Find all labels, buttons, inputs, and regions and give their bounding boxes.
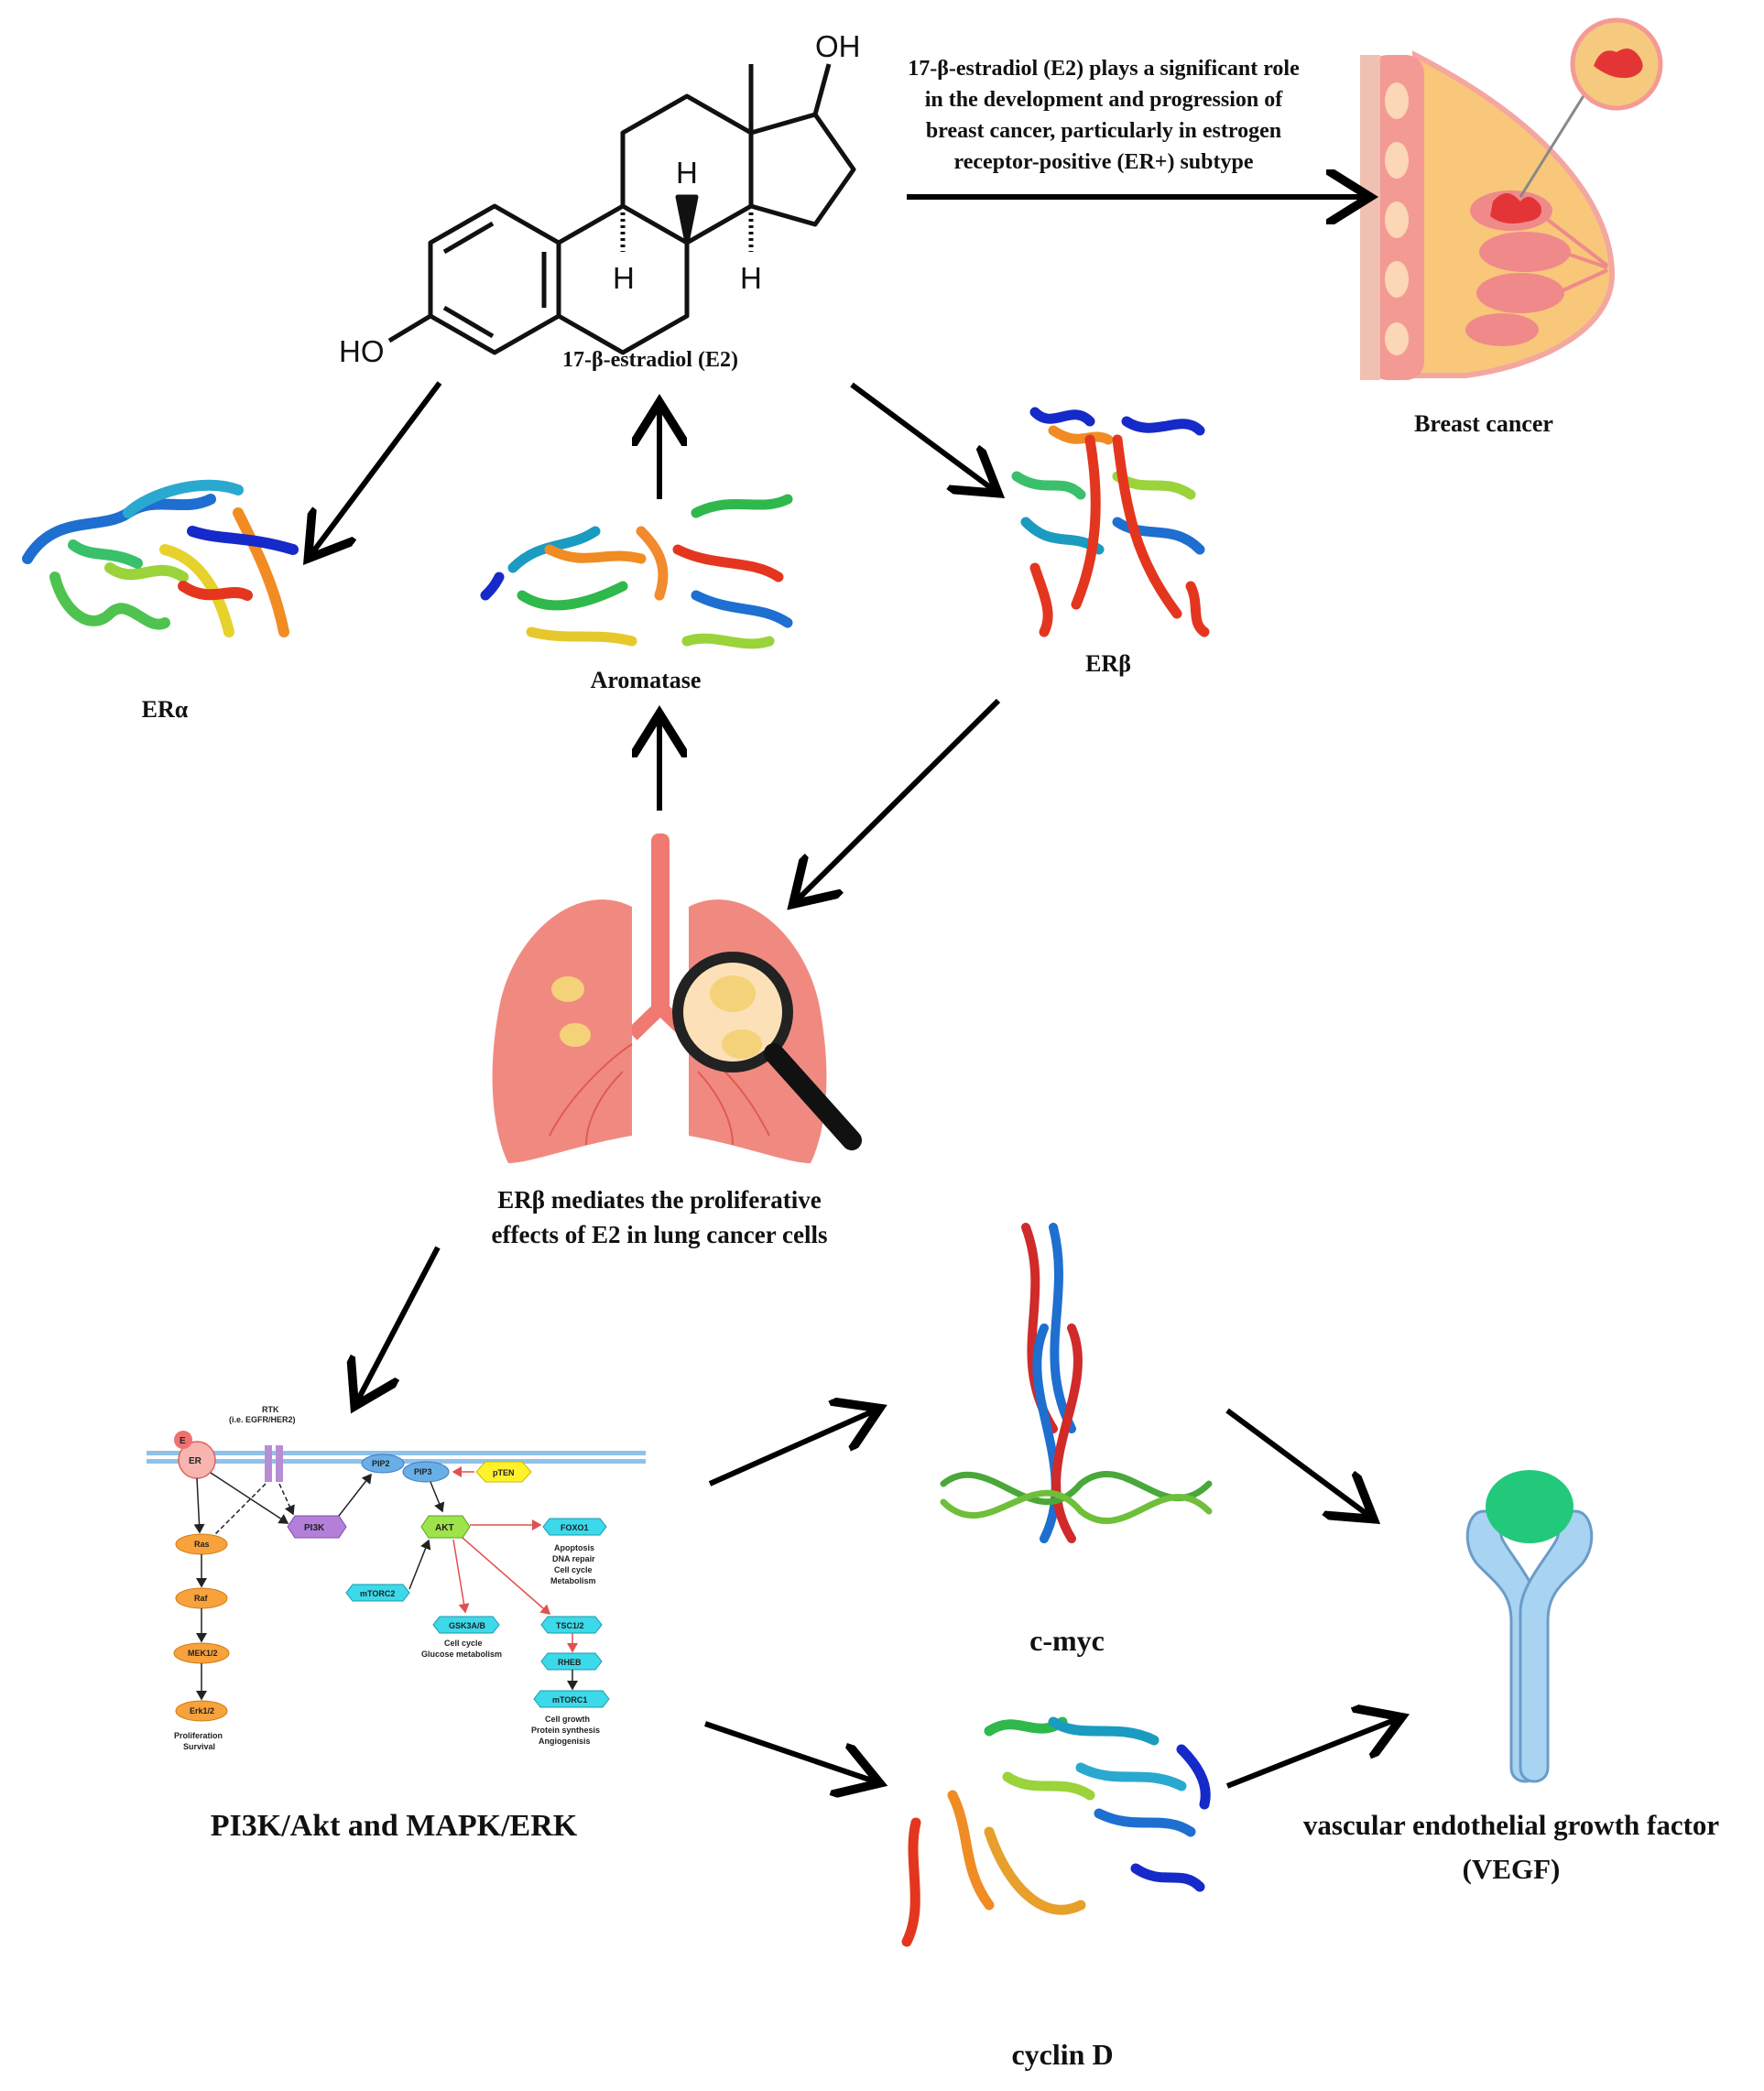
pw-gsk-effect-1: Cell cycle	[444, 1639, 483, 1648]
pw-mtorc1-effect-2: Protein synthesis	[531, 1726, 600, 1735]
pw-erk-effect-2: Survival	[183, 1742, 215, 1751]
er-alpha-label: ERα	[141, 696, 189, 723]
arrow-cmyc-to-vegf	[1225, 1408, 1369, 1516]
pw-ras: Ras	[194, 1540, 210, 1549]
arrow-pathway-to-cyclin	[704, 1721, 875, 1781]
breast-note: 17-β-estradiol (E2) plays a significant …	[879, 53, 1328, 178]
lung-note-line-2: effects of E2 in lung cancer cells	[491, 1221, 828, 1248]
vegf-label-line-2: (VEGF)	[1462, 1853, 1561, 1885]
arrow-cyclin-to-vegf	[1225, 1719, 1397, 1789]
pw-rtk-sub: (i.e. EGFR/HER2)	[229, 1415, 296, 1424]
pw-erk-effect-1: Proliferation	[174, 1731, 223, 1740]
estradiol-label: 17-β-estradiol (E2)	[562, 348, 738, 372]
pw-e: E	[180, 1436, 186, 1446]
arrows	[311, 197, 1397, 1786]
h-label-2: H	[613, 261, 635, 295]
arrow-er-beta-to-lung	[797, 698, 1001, 900]
h-label-3: H	[740, 261, 762, 295]
pathway-diagram: E ER RTK (i.e. EGFR/HER2) PIP2 PIP3 pTEN…	[147, 1405, 646, 1751]
pw-rtk: RTK	[262, 1405, 279, 1414]
er-alpha-protein	[22, 479, 299, 637]
pw-raf: Raf	[194, 1594, 209, 1603]
breast-note-line-3: breast cancer, particularly in estrogen	[925, 119, 1282, 143]
pw-akt: AKT	[435, 1523, 454, 1533]
breast-illustration	[1360, 17, 1663, 380]
pw-er: ER	[189, 1456, 202, 1466]
pw-pip2: PIP2	[372, 1459, 390, 1468]
pw-foxo1-effect-1: Apoptosis	[554, 1543, 594, 1552]
pw-rheb: RHEB	[558, 1658, 582, 1667]
breast-note-line-2: in the development and progression of	[924, 88, 1283, 112]
pw-pip3: PIP3	[414, 1467, 432, 1476]
pw-mtorc1: mTORC1	[552, 1695, 587, 1704]
aromatase-label: Aromatase	[590, 667, 702, 693]
pw-pten: pTEN	[493, 1468, 515, 1477]
cyclin-d-protein	[901, 1716, 1211, 1947]
oh-label: OH	[815, 29, 861, 63]
pw-mtorc2: mTORC2	[360, 1589, 395, 1598]
cmyc-label: c-myc	[1029, 1624, 1105, 1657]
aromatase-protein	[480, 494, 793, 649]
er-beta-protein	[1011, 407, 1210, 637]
h-label-1: H	[676, 156, 698, 190]
cmyc-protein	[940, 1223, 1213, 1543]
ho-label: HO	[339, 334, 385, 368]
lung-note-line-1: ERβ mediates the proliferative	[497, 1186, 822, 1214]
pw-gsk-effect-2: Glucose metabolism	[421, 1650, 502, 1659]
pw-foxo1: FOXO1	[561, 1523, 589, 1532]
breast-note-line-4: receptor-positive (ER+) subtype	[953, 150, 1254, 174]
pw-erk: Erk1/2	[190, 1706, 214, 1715]
vegf-receptor	[1465, 1470, 1594, 1783]
pw-foxo1-effect-3: Cell cycle	[554, 1565, 593, 1574]
pw-mtorc1-effect-3: Angiogenisis	[539, 1737, 591, 1746]
arrow-e2-to-er-beta	[850, 382, 994, 490]
pw-mek: MEK1/2	[188, 1649, 218, 1658]
estradiol-structure	[387, 63, 856, 355]
breast-note-line-1: 17-β-estradiol (E2) plays a significant …	[908, 57, 1300, 81]
pw-mtorc1-effect-1: Cell growth	[545, 1715, 590, 1724]
breast-cancer-label: Breast cancer	[1414, 410, 1553, 437]
arrow-lung-to-pathway	[357, 1246, 441, 1401]
pw-foxo1-effect-2: DNA repair	[552, 1554, 595, 1563]
pw-foxo1-effect-4: Metabolism	[550, 1576, 596, 1585]
lungs-illustration	[492, 833, 862, 1163]
pw-tsc: TSC1/2	[556, 1621, 584, 1630]
pathway-label: PI3K/Akt and MAPK/ERK	[210, 1809, 578, 1843]
vegf-label-line-1: vascular endothelial growth factor	[1302, 1809, 1720, 1841]
cyclin-d-label: cyclin D	[1011, 2038, 1114, 2071]
arrow-e2-to-er-alpha	[311, 381, 442, 554]
pw-pi3k: PI3K	[304, 1523, 325, 1533]
er-beta-label: ERβ	[1085, 650, 1131, 677]
arrow-pathway-to-cmyc	[708, 1410, 875, 1487]
pw-gsk: GSK3A/B	[449, 1621, 486, 1630]
